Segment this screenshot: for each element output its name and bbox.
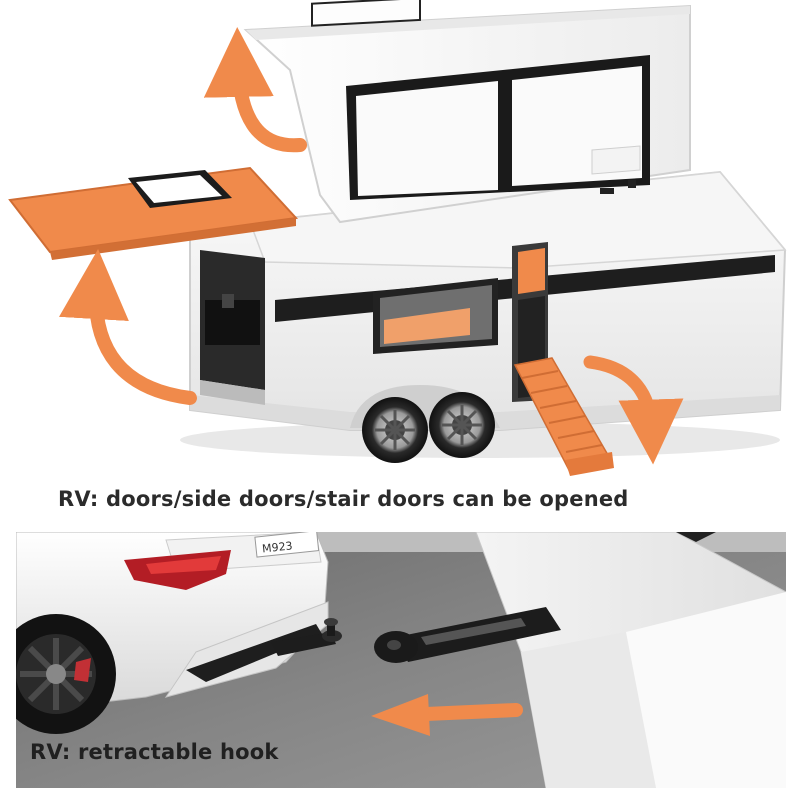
rear-compartment xyxy=(200,250,265,405)
stair-door[interactable] xyxy=(513,357,614,476)
raised-roof-module[interactable] xyxy=(243,0,691,224)
wheel-rear xyxy=(429,392,495,458)
caption-doors: RV: doors/side doors/stair doors can be … xyxy=(58,487,629,511)
wheel-front xyxy=(362,397,428,463)
arrow-left-icon xyxy=(371,694,523,736)
side-window xyxy=(373,278,498,354)
rv-front xyxy=(475,532,786,788)
caption-hook: RV: retractable hook xyxy=(30,740,279,764)
car-wheel xyxy=(16,614,116,734)
rv-illustration-panel: RV: doors/side doors/stair doors can be … xyxy=(8,0,787,511)
curved-arrow-icon xyxy=(203,27,307,153)
rv-illustration xyxy=(8,0,787,476)
hook-illustration: M923 xyxy=(16,532,786,788)
retractable-hook[interactable] xyxy=(374,607,561,663)
curved-arrow-icon xyxy=(583,355,684,465)
plate-text: M923 xyxy=(262,539,294,555)
hook-photo-panel: M923 xyxy=(16,532,786,788)
curved-arrow-icon xyxy=(59,249,197,405)
car-tow-hitch xyxy=(271,618,342,656)
